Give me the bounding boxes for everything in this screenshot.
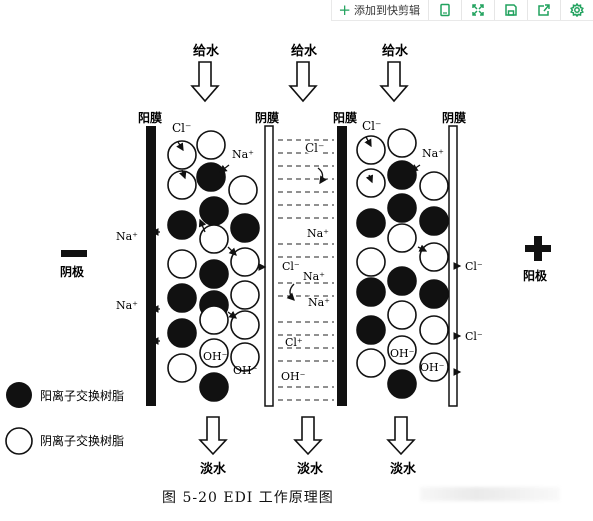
inlet-label-left: 给水: [193, 43, 220, 59]
figure-caption: 图 5-20 EDI 工作原理图: [162, 490, 334, 506]
ion-cl-plus-channel: Cl⁺: [285, 336, 303, 349]
ion-transport-arrows: [150, 136, 462, 376]
copy-button[interactable]: [429, 0, 462, 20]
inlet-arrow-right: [379, 61, 409, 103]
ion-cl-channel-2: Cl⁻: [282, 260, 300, 273]
membrane-label-cation-1: 阳膜: [138, 110, 162, 125]
legend-cation-label: 阳离子交换树脂: [40, 388, 124, 403]
image-toolbar: + 添加到快剪辑: [331, 0, 593, 21]
ion-oh-right-2: OH⁻: [420, 361, 445, 374]
settings-icon: [570, 3, 584, 17]
inlet-label-mid: 给水: [291, 43, 318, 59]
inlet-arrows: [190, 61, 409, 103]
outlet-arrows: [198, 416, 416, 456]
save-icon: [505, 4, 517, 16]
membrane-label-anion-2: 阴膜: [442, 110, 466, 125]
outlet-label-right: 淡水: [390, 461, 417, 477]
legend: 阳离子交换树脂 阴离子交换树脂: [5, 382, 124, 455]
legend-anion-label: 阴离子交换树脂: [40, 433, 124, 448]
cation-membrane-2: [337, 126, 347, 406]
cathode-minus-icon: [61, 250, 87, 257]
share-icon: [538, 4, 550, 16]
resin-beads-left: [167, 130, 260, 402]
ion-oh-left-2: OH⁻: [233, 364, 258, 377]
anion-membrane-1: [264, 125, 274, 407]
ion-na-left-1: Na⁺: [116, 230, 138, 243]
anode-label: 阳极: [523, 268, 548, 283]
ion-oh-channel: OH⁻: [281, 370, 306, 383]
ion-cl-right-1: Cl⁻: [465, 260, 483, 273]
watermark: [420, 487, 560, 501]
outlet-label-mid: 淡水: [297, 461, 324, 477]
cation-membrane-1: [146, 126, 156, 406]
ion-na-top-left: Na⁺: [232, 148, 254, 161]
add-icon: +: [338, 0, 351, 19]
membrane-label-cation-2: 阳膜: [333, 110, 357, 125]
ion-na-channel-1: Na⁺: [307, 227, 329, 240]
ion-na-channel-2: Na⁺: [303, 270, 325, 283]
membrane-label-anion-1: 阴膜: [255, 110, 279, 125]
cathode-label: 阴极: [60, 264, 85, 279]
outlet-arrow-right: [386, 416, 416, 456]
inlet-arrow-mid: [288, 61, 318, 103]
fullscreen-icon: [472, 4, 484, 16]
concentrate-channel: [278, 139, 334, 401]
ion-na-top-right: Na⁺: [422, 147, 444, 160]
inlet-arrow-left: [190, 61, 220, 103]
outlet-arrow-left: [198, 416, 228, 456]
fullscreen-button[interactable]: [462, 0, 495, 20]
resin-beads-right: [356, 128, 449, 399]
add-to-clip-button[interactable]: + 添加到快剪辑: [332, 0, 429, 20]
ion-cl-top-left: Cl⁻: [172, 121, 191, 135]
outlet-label-left: 淡水: [200, 461, 227, 477]
ion-oh-right-1: OH⁻: [390, 347, 415, 360]
anode-plus-icon: [525, 236, 551, 261]
copy-icon: [440, 3, 450, 17]
ion-oh-left-1: OH⁻: [203, 350, 228, 363]
save-button[interactable]: [495, 0, 528, 20]
legend-cation-swatch: [6, 382, 32, 408]
ion-cl-right-2: Cl⁻: [465, 330, 483, 343]
legend-anion-swatch: [5, 427, 33, 455]
ion-cl-channel-1: Cl⁻: [305, 141, 324, 155]
ion-na-channel-3: Na⁺: [308, 296, 330, 309]
settings-button[interactable]: [561, 0, 593, 20]
inlet-label-right: 给水: [382, 43, 409, 59]
share-button[interactable]: [528, 0, 561, 20]
add-to-clip-label: 添加到快剪辑: [354, 4, 420, 17]
ion-cl-top-right: Cl⁻: [362, 119, 381, 133]
ion-na-left-2: Na⁺: [116, 299, 138, 312]
outlet-arrow-mid: [293, 416, 323, 456]
